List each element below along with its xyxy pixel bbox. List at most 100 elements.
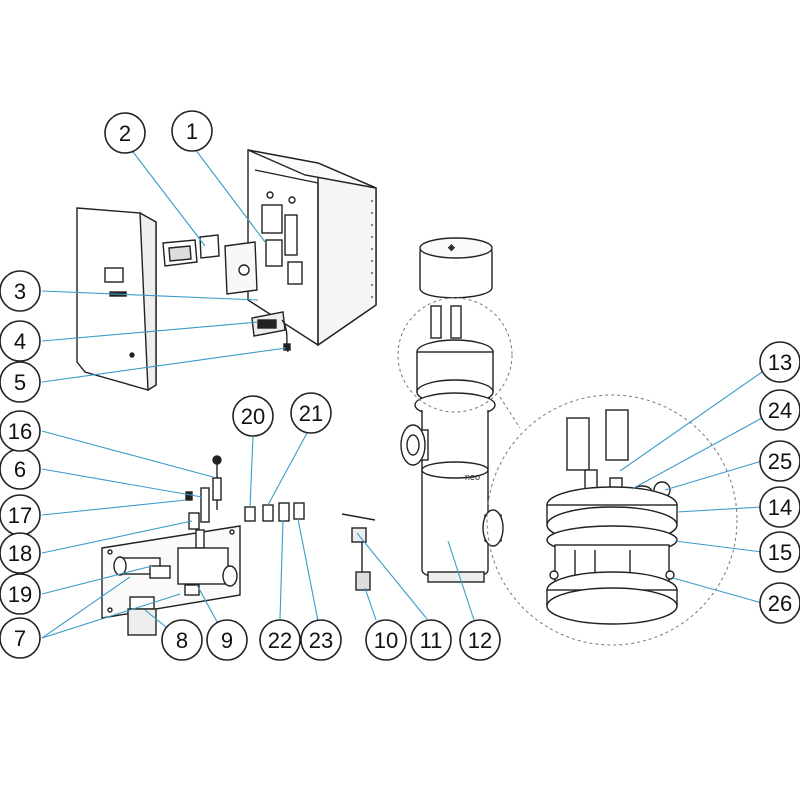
callout-label: 18: [8, 541, 32, 566]
door-display-window: [104, 267, 124, 283]
circuit-board: [261, 204, 283, 234]
leader-3: [41, 290, 259, 301]
callout-18: 18: [0, 532, 41, 574]
callout-label: 17: [8, 503, 32, 528]
callout-24: 24: [759, 389, 800, 431]
callout-8: 8: [161, 619, 203, 661]
probe-holder: [195, 529, 205, 549]
vessel-joint: [421, 461, 489, 479]
leader-2: [129, 147, 206, 247]
callout-15: 15: [759, 531, 800, 573]
circuit-board: [287, 261, 303, 285]
leader-6: [41, 468, 203, 498]
callout-circle: [365, 619, 407, 661]
fitting-23: [293, 502, 305, 520]
leader-4: [41, 321, 259, 342]
callout-10: 10: [365, 619, 407, 661]
callout-12: 12: [459, 619, 501, 661]
leader-12: [447, 540, 475, 621]
vessel-body: [421, 410, 489, 580]
callout-label: 26: [768, 591, 792, 616]
callout-circle: [104, 112, 146, 154]
leader-24: [631, 417, 763, 490]
leader-19: [41, 565, 153, 595]
callout-label: 20: [241, 404, 265, 429]
callout-23: 23: [300, 619, 342, 661]
callout-7: 7: [0, 617, 41, 659]
callout-label: 25: [768, 449, 792, 474]
callout-circle: [259, 619, 301, 661]
circuit-board: [265, 239, 283, 267]
cabinet-side: [317, 161, 377, 347]
callout-circle: [0, 573, 41, 615]
flow-cell-outlet: [222, 565, 238, 587]
leader-15: [674, 540, 763, 553]
inlet-bore: [406, 434, 420, 456]
callout-label: 7: [14, 626, 26, 651]
flow-cell: [177, 547, 229, 585]
callout-2: 2: [104, 112, 146, 154]
callout-label: 5: [14, 370, 26, 395]
callout-label: 6: [14, 457, 26, 482]
callout-label: 23: [309, 628, 333, 653]
callout-circle: [759, 341, 800, 383]
display-bracket: [199, 234, 220, 259]
callout-20: 20: [232, 395, 274, 437]
leader-22: [279, 519, 284, 620]
callout-19: 19: [0, 573, 41, 615]
callout-label: 22: [268, 628, 292, 653]
screw: [288, 196, 296, 204]
leader-7a: [41, 576, 131, 639]
cabinet-edge: [254, 169, 319, 184]
door-edge: [139, 211, 157, 392]
probe-18: [188, 512, 200, 530]
callout-label: 4: [14, 329, 26, 354]
callout-label: 24: [768, 398, 792, 423]
callout-17: 17: [0, 494, 41, 536]
callout-circle: [0, 361, 41, 403]
leader-21: [267, 432, 308, 506]
callout-21: 21: [290, 392, 332, 434]
leader-17: [41, 499, 187, 516]
leader-13: [619, 371, 763, 472]
flow-cell-foot: [184, 584, 200, 596]
callout-22: 22: [259, 619, 301, 661]
callout-26: 26: [759, 582, 800, 624]
callout-label: 1: [186, 119, 198, 144]
electrode-rod: [430, 305, 442, 339]
valve: [149, 565, 171, 579]
callout-label: 14: [768, 495, 792, 520]
callout-circle: [759, 486, 800, 528]
callout-14: 14: [759, 486, 800, 528]
cabinet-top: [247, 149, 377, 189]
detail-electrode: [605, 409, 629, 461]
callout-circle: [0, 410, 41, 452]
callout-label: 13: [768, 350, 792, 375]
callout-circle: [232, 395, 274, 437]
callout-circle: [410, 619, 452, 661]
leader-1: [191, 144, 266, 243]
callout-circle: [161, 619, 203, 661]
leader-10: [364, 587, 377, 621]
callout-5: 5: [0, 361, 41, 403]
detail-circle: [486, 394, 738, 646]
callout-circle: [459, 619, 501, 661]
callout-label: 10: [374, 628, 398, 653]
callout-circle: [171, 110, 213, 152]
detail-marker-circle: [397, 297, 513, 413]
screw: [266, 191, 274, 199]
door-screw: [129, 352, 135, 358]
leader-5: [41, 347, 287, 383]
fitting-21: [262, 504, 274, 522]
detail-lower-flange-bottom: [546, 587, 678, 625]
leader-11: [356, 532, 428, 620]
callout-circle: [0, 320, 41, 362]
filter-body: [127, 608, 157, 636]
callout-circle: [0, 270, 41, 312]
callout-label: 16: [8, 419, 32, 444]
vessel-base: [427, 571, 485, 583]
callout-label: 21: [299, 401, 323, 426]
callout-label: 2: [119, 121, 131, 146]
